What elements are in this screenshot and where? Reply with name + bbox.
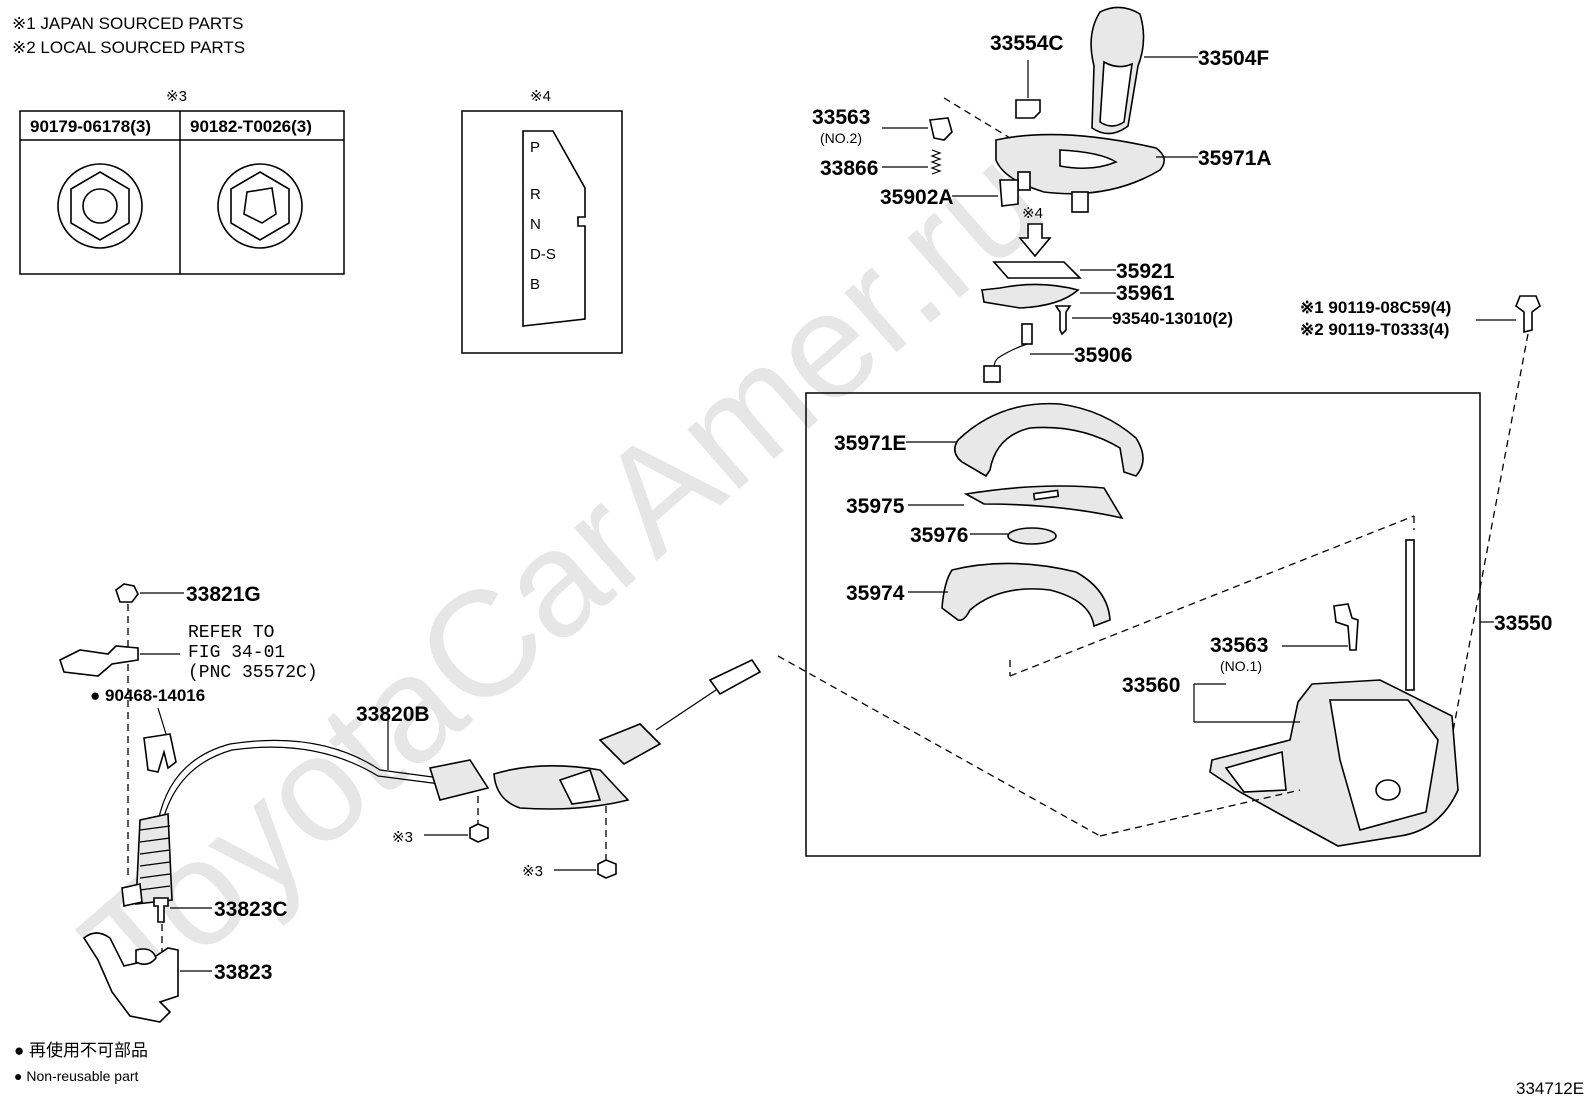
- label-33820B: 33820B: [356, 703, 430, 726]
- refer-line-1: REFER TO: [188, 623, 274, 643]
- label-35976: 35976: [910, 524, 968, 547]
- label-33550: 33550: [1494, 612, 1552, 635]
- label-33563-upper: 33563: [812, 106, 870, 129]
- label-33866: 33866: [820, 157, 878, 180]
- label-33821G: 33821G: [186, 583, 261, 606]
- label-33823: 33823: [214, 961, 272, 984]
- screw-93540: [1054, 305, 1072, 336]
- bracket-refer-icon: [59, 645, 139, 677]
- label-33823C: 33823C: [214, 898, 288, 921]
- position-p: P: [530, 139, 540, 156]
- label-33563-lower-sub: (NO.1): [1220, 658, 1262, 674]
- cover-35971E: [954, 402, 1144, 478]
- refer-line-2: FIG 34-01: [188, 643, 285, 663]
- position-d-s: D-S: [530, 246, 556, 263]
- label-35921: 35921: [1116, 260, 1175, 283]
- inset-3-marker: ※3: [166, 88, 187, 105]
- bolt-33823C: [153, 897, 169, 923]
- clip-33563-no1: [1333, 603, 1359, 651]
- inset-4-position-plate: ※4 P R N D-S B: [461, 88, 623, 354]
- plate-35921: [992, 261, 1082, 279]
- nut-33821G: [115, 583, 139, 603]
- label-35971E: 35971E: [834, 432, 906, 455]
- assembly-box-33550: [805, 392, 1481, 857]
- upper-position-indicator-housing: [995, 133, 1165, 213]
- bolt-icon: [1515, 295, 1541, 334]
- illustration-id: 334712E: [1516, 1079, 1584, 1098]
- label-bolt-japan: ※1 90119-08C59(4): [1300, 298, 1451, 317]
- position-n: N: [530, 216, 541, 233]
- position-b: B: [530, 276, 540, 293]
- part-35902A: [999, 179, 1019, 207]
- label-33563-lower: 33563: [1210, 634, 1268, 657]
- sheet-35975: [963, 485, 1124, 520]
- bulb-socket-35906: [983, 323, 1033, 383]
- label-nut-3b: ※3: [522, 863, 543, 880]
- control-cable-33820B: [121, 658, 762, 907]
- clip-33554C: [1015, 99, 1041, 119]
- label-bolt-local: ※2 90119-T0333(4): [1300, 320, 1449, 339]
- housing-35974: [941, 562, 1111, 628]
- refer-line-3: (PNC 35572C): [188, 663, 318, 683]
- label-nut-3a: ※3: [392, 829, 413, 846]
- non-reusable-note-jp: ● 再使用不可部品: [14, 1040, 148, 1060]
- shift-lever-assembly-33560: [1209, 539, 1459, 847]
- bracket-33823: [82, 932, 179, 1023]
- label-35975: 35975: [846, 495, 905, 518]
- label-35906: 35906: [1074, 344, 1132, 367]
- non-reusable-note-en: ● Non-reusable part: [14, 1068, 139, 1084]
- label-35971A: 35971A: [1198, 147, 1272, 170]
- nut-3a-icon: [469, 823, 489, 843]
- spring-33866: [930, 149, 942, 175]
- shift-knob: [1090, 6, 1145, 135]
- inset-3-right-part: 90182-T0026(3): [190, 117, 312, 136]
- nut-3b-icon: [597, 859, 617, 879]
- label-90468: ● 90468-14016: [90, 686, 205, 705]
- seal-35976: [1007, 527, 1057, 545]
- label-33554C: 33554C: [990, 32, 1064, 55]
- label-35961: 35961: [1116, 282, 1175, 305]
- label-33504F: 33504F: [1198, 47, 1269, 70]
- inset-3-left-part: 90179-06178(3): [30, 117, 151, 136]
- japan-sourced-note: ※1 JAPAN SOURCED PARTS: [12, 14, 244, 33]
- clip-33563-no2: [929, 117, 953, 141]
- local-sourced-note: ※2 LOCAL SOURCED PARTS: [12, 38, 245, 57]
- position-r: R: [530, 186, 541, 203]
- clip-90468: [143, 733, 177, 773]
- label-33563-upper-sub: (NO.2): [820, 130, 862, 146]
- inset-4-marker: ※4: [530, 88, 551, 105]
- arrow-marker-4: ※4: [1022, 205, 1043, 222]
- arrow-down-icon: [1018, 223, 1052, 258]
- lock-nut-icon: [217, 163, 303, 249]
- inset-3-nuts: ※3 90179-06178(3) 90182-T0026(3): [19, 88, 345, 275]
- housing-35961: [981, 283, 1080, 309]
- label-35974: 35974: [846, 582, 905, 605]
- flange-nut-icon: [57, 163, 143, 249]
- label-33560: 33560: [1122, 674, 1180, 697]
- label-93540: 93540-13010(2): [1112, 309, 1233, 328]
- label-35902A: 35902A: [880, 186, 954, 209]
